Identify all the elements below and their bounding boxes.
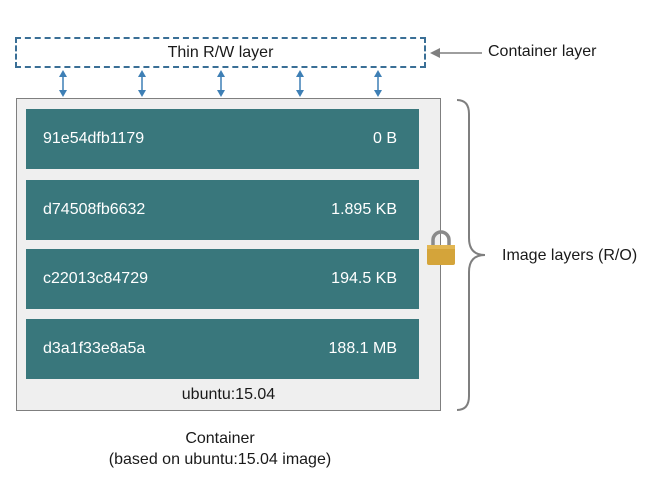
layer-id: 91e54dfb1179	[43, 130, 145, 147]
bidirectional-arrow	[59, 70, 67, 97]
layer-id: d3a1f33e8a5a	[43, 340, 146, 357]
thin-rw-layer-label: Thin R/W layer	[167, 43, 274, 61]
layer-size: 0 B	[372, 130, 397, 147]
image-name: ubuntu:15.04	[181, 386, 276, 403]
layer-size: 194.5 KB	[331, 270, 397, 287]
layer-size: 188.1 MB	[328, 340, 397, 357]
image-layer: 91e54dfb1179 0 B	[26, 109, 419, 169]
image-layer: d74508fb6632 1.895 KB	[26, 180, 419, 240]
right-curly-brace	[456, 99, 486, 411]
bidirectional-arrow	[138, 70, 146, 97]
caption-subtitle: (based on ubuntu:15.04 image)	[108, 451, 332, 468]
image-layer: c22013c84729 194.5 KB	[26, 249, 419, 309]
layer-size: 1.895 KB	[331, 201, 397, 218]
bidirectional-arrow	[296, 70, 304, 97]
layer-id: c22013c84729	[43, 270, 148, 287]
lock-icon	[427, 230, 455, 265]
bidirectional-arrow	[217, 70, 225, 97]
layer-id: d74508fb6632	[43, 201, 146, 218]
container-layer-pointer-arrow	[430, 48, 482, 58]
bidirectional-arrow	[374, 70, 382, 97]
image-layers-label: Image layers (R/O)	[502, 247, 638, 264]
caption-title: Container	[185, 430, 255, 447]
image-layer: d3a1f33e8a5a 188.1 MB	[26, 319, 419, 379]
thin-rw-layer: Thin R/W layer	[15, 37, 426, 68]
container-layer-label: Container layer	[488, 43, 597, 60]
container-caption: Container (based on ubuntu:15.04 image)	[70, 428, 370, 470]
